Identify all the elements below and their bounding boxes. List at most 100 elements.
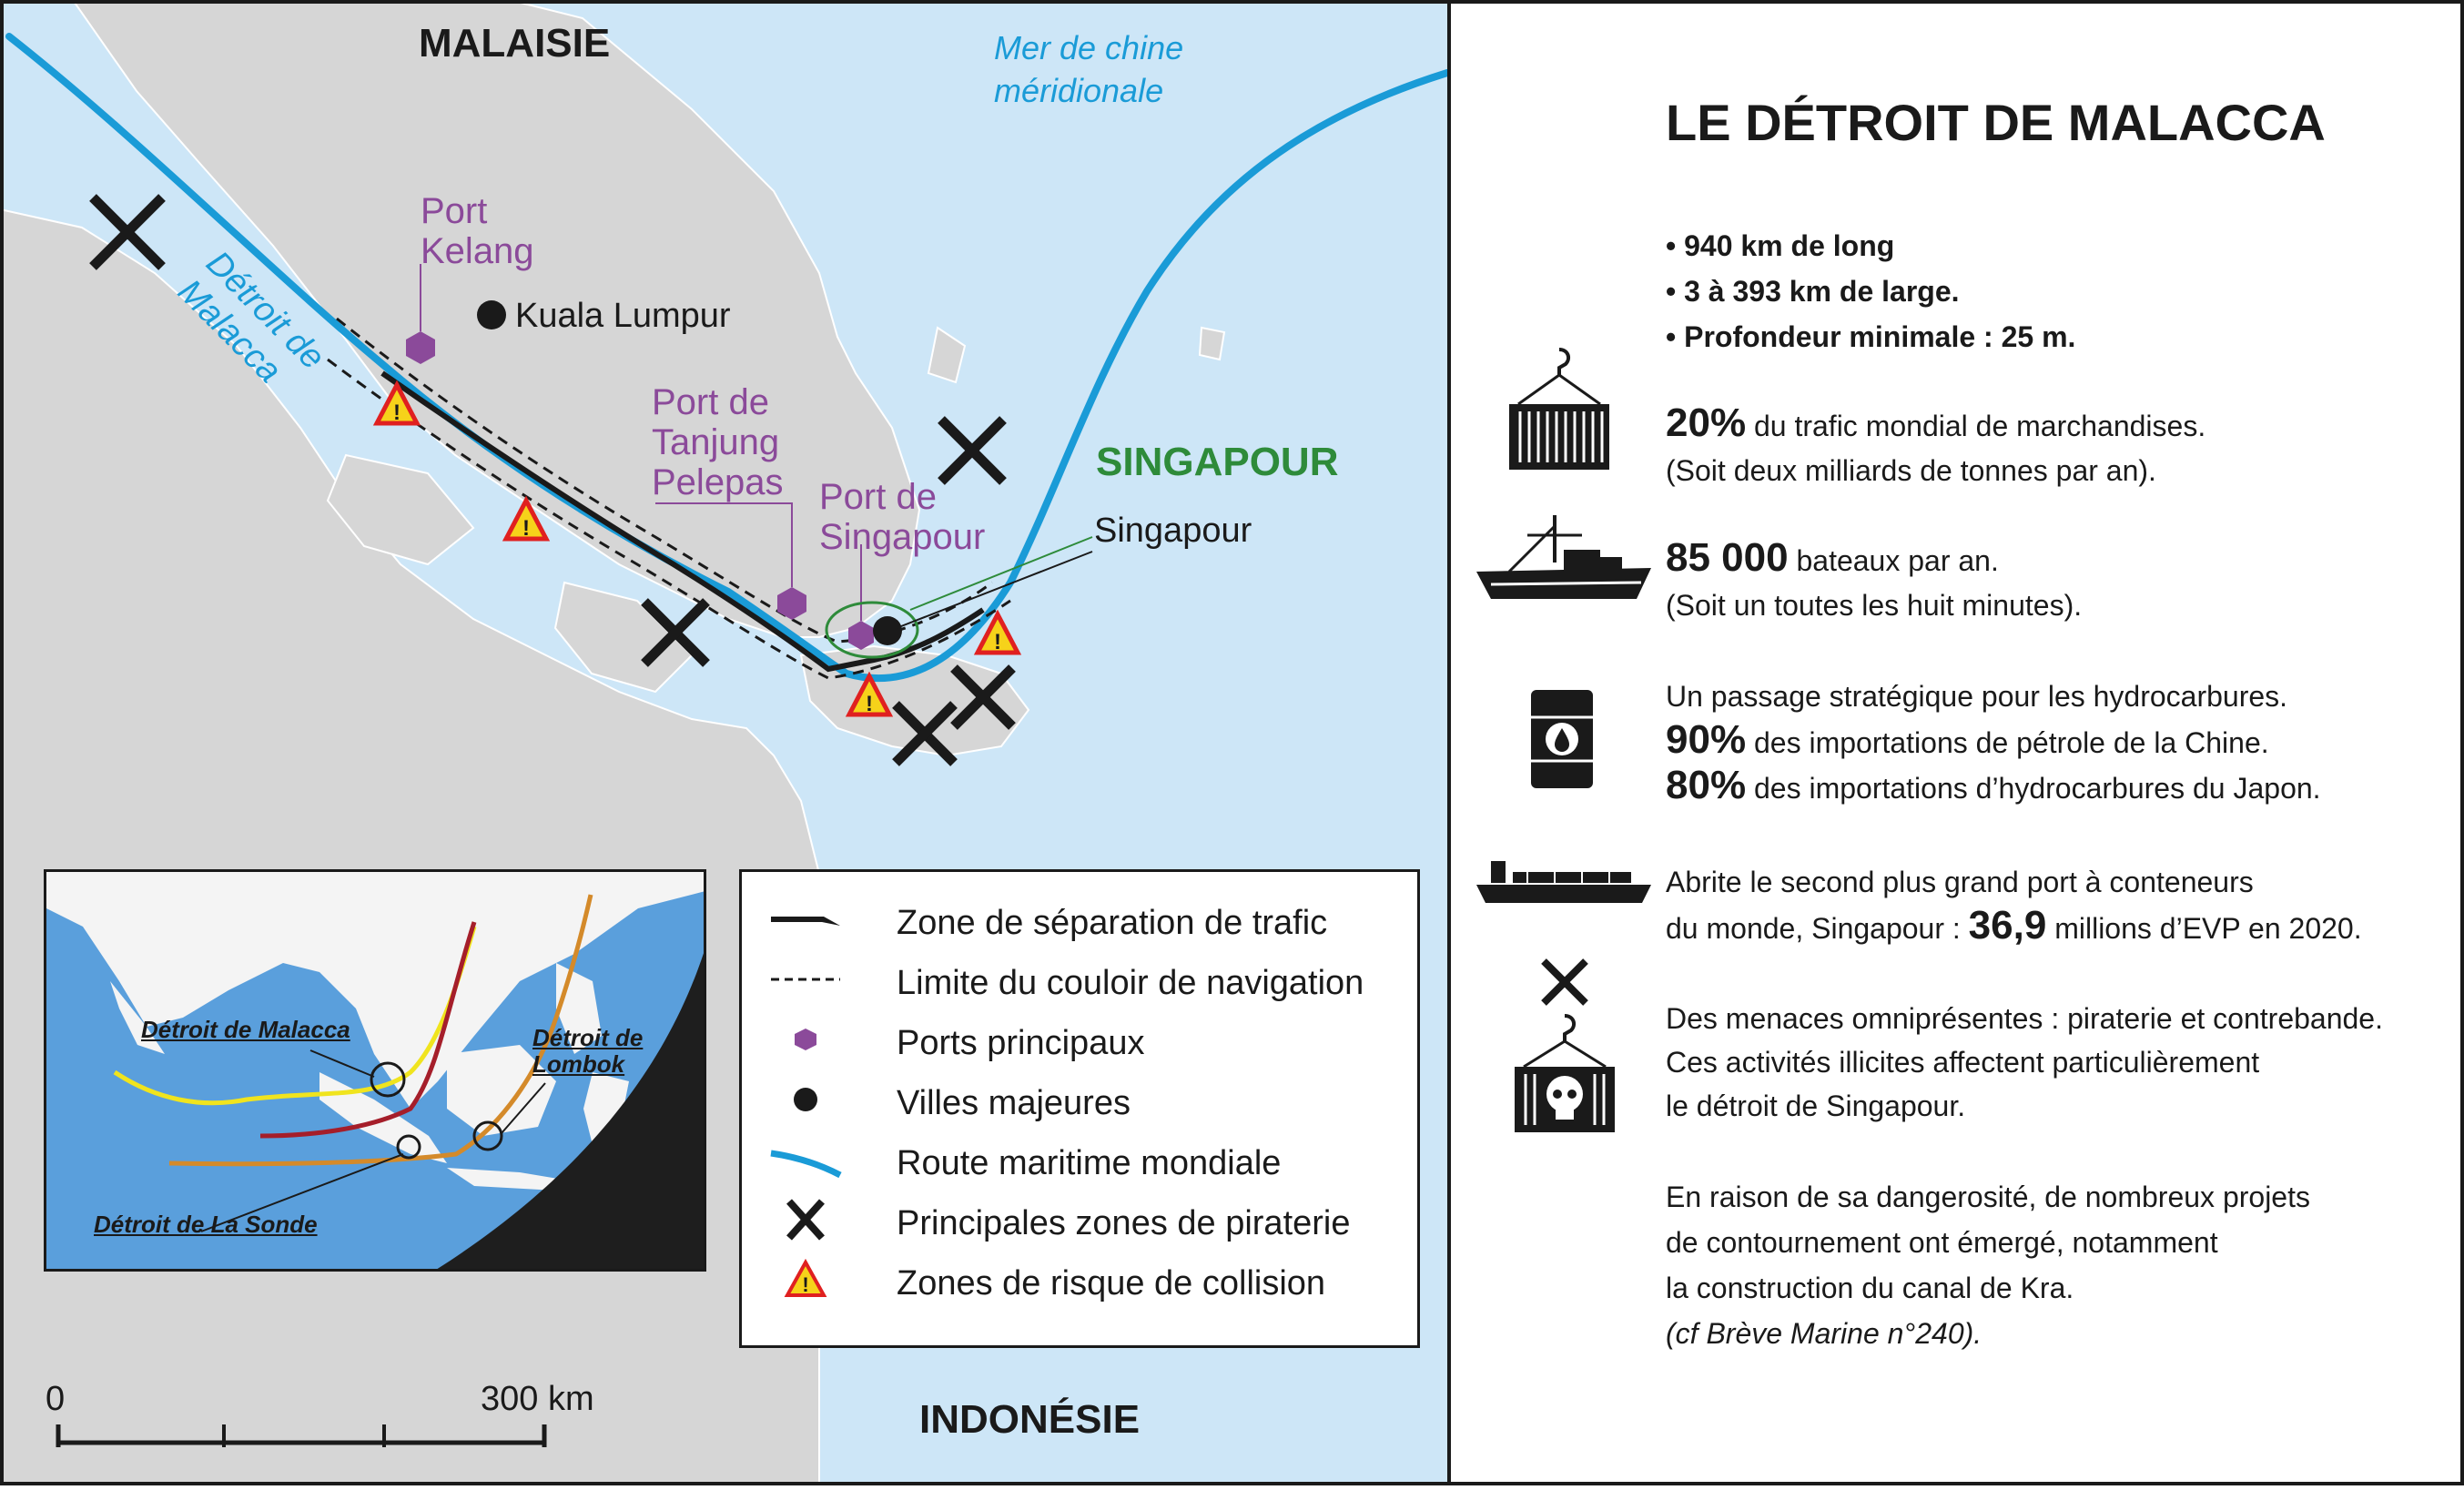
legend-label-corridor: Limite du couloir de navigation xyxy=(897,964,1364,1002)
inset-sonde-ring xyxy=(396,1134,421,1160)
oil-line3: 80% des importations d’hydrocarbures du … xyxy=(1666,763,2321,811)
inset-lombok-ring xyxy=(472,1120,503,1151)
inset-land-australia-shadow xyxy=(437,953,704,1269)
inset-route-red xyxy=(259,921,477,1139)
hexagon-icon xyxy=(795,1029,816,1050)
info-panel: LE DÉTROIT DE MALACCA • 940 km de long •… xyxy=(1447,0,2464,1485)
oil-value-china: 90% xyxy=(1666,717,1747,762)
threat-line3: le détroit de Singapour. xyxy=(1666,1090,1966,1122)
singapore-pointer xyxy=(909,536,1093,611)
singapore-outline xyxy=(825,601,919,659)
threat-line2: Ces activités illicites affectent partic… xyxy=(1666,1046,2260,1079)
scale-bar xyxy=(56,1424,547,1447)
crossed-rifles-icon xyxy=(641,598,710,667)
inset-label-lombok-line2: Lombok xyxy=(532,1049,625,1078)
corridor-limit-north xyxy=(336,317,993,644)
traffic-separation-icon xyxy=(771,917,840,926)
inset-canvas xyxy=(46,872,704,1269)
land-island-north xyxy=(1198,326,1226,361)
projects-line2: de contournement ont émergé, notamment xyxy=(1666,1226,2218,1259)
projects-line3: la construction du canal de Kra. xyxy=(1666,1272,2074,1304)
port-tanjung-line2: Tanjung xyxy=(652,422,780,462)
port-tanjung-line1: Port de xyxy=(652,382,769,422)
dot-icon xyxy=(794,1088,817,1111)
svg-text:!: ! xyxy=(393,400,401,425)
oil-text-japan: des importations d’hydrocarbures du Japo… xyxy=(1746,772,2321,805)
sea-label: Mer de chine méridionale xyxy=(994,27,1183,113)
legend-item-collision: ! Zones de risque de collision xyxy=(742,1252,1417,1307)
bullet-depth: • Profondeur minimale : 25 m. xyxy=(1666,320,2076,353)
oil-barrel-icon xyxy=(1531,690,1593,788)
inset-land-java xyxy=(447,1168,574,1191)
ships-value: 85 000 xyxy=(1666,535,1789,580)
legend-label-collision: Zones de risque de collision xyxy=(897,1264,1326,1302)
land-island-mid xyxy=(553,581,694,694)
city-singapore-dot xyxy=(873,616,902,645)
blue-route-icon xyxy=(770,1150,842,1179)
legend-item-cities: Villes majeures xyxy=(742,1072,1417,1127)
projects-line1: En raison de sa dangerosité, de nombreux… xyxy=(1666,1181,2310,1213)
crossed-rifles-icon xyxy=(786,1199,825,1241)
city-kuala-lumpur-dot xyxy=(477,300,506,329)
svg-text:!: ! xyxy=(802,1273,808,1296)
bullet-width: • 3 à 393 km de large. xyxy=(1666,275,1960,308)
map: ! ! ! ! MALAISIE INDONÉSIE Mer de chine xyxy=(0,0,1451,1486)
port-singapore-line1: Port de xyxy=(819,477,937,517)
singapore-city-label: Singapour xyxy=(1094,512,1252,550)
crossed-rifles-icon xyxy=(892,701,958,766)
sea-label-line1: Mer de chine xyxy=(994,29,1184,66)
sea-label-line2: méridionale xyxy=(994,71,1164,109)
scale-end-label: 300 km xyxy=(481,1380,594,1418)
inset-label-sonde: Détroit de La Sonde xyxy=(94,1211,318,1238)
inset-label-malacca: Détroit de Malacca xyxy=(141,1016,350,1043)
legend-label-ports: Ports principaux xyxy=(897,1024,1145,1062)
legend-item-ports: Ports principaux xyxy=(742,1012,1417,1067)
ships-line: 85 000 bateaux par an. xyxy=(1666,535,1999,583)
warning-triangle-icon: ! xyxy=(973,609,1022,655)
city-singapore-pointer xyxy=(896,551,1093,629)
legend-label-traffic: Zone de séparation de trafic xyxy=(897,904,1328,942)
singapore-country-label: SINGAPOUR xyxy=(1096,440,1339,484)
ships-sub: (Soit un toutes les huit minutes). xyxy=(1666,589,2083,622)
port-tanjung-line3: Pelepas xyxy=(652,462,784,502)
svg-text:!: ! xyxy=(522,516,530,541)
projects-reference: (cf Brève Marine n°240). xyxy=(1666,1317,1982,1350)
legend-item-traffic: Zone de séparation de trafic xyxy=(742,892,1417,947)
city-kuala-lumpur-label: Kuala Lumpur xyxy=(515,297,731,335)
crossed-rifles-icon xyxy=(950,664,1016,730)
legend-label-piracy: Principales zones de piraterie xyxy=(897,1204,1351,1242)
ships-text: bateaux par an. xyxy=(1788,544,1999,577)
bullet-length: • 940 km de long xyxy=(1666,229,1895,262)
inset-map: Détroit de Malacca Détroit de Lombok Dét… xyxy=(44,869,706,1272)
inset-land-borneo xyxy=(447,1045,556,1136)
legend-label-route: Route maritime mondiale xyxy=(897,1144,1282,1182)
legend-item-piracy: Principales zones de piraterie xyxy=(742,1192,1417,1247)
corridor-limit-south xyxy=(327,358,1011,680)
inset-route-orange xyxy=(168,894,593,1167)
container-icon xyxy=(1509,348,1609,470)
crossed-rifles-icon xyxy=(938,416,1007,485)
svg-text:!: ! xyxy=(866,692,873,716)
oil-line2: 90% des importations de pétrole de la Ch… xyxy=(1666,717,2269,765)
map-legend: Zone de séparation de trafic Limite du c… xyxy=(739,869,1420,1348)
country-label-indonesia: INDONÉSIE xyxy=(919,1397,1141,1442)
trade-sub: (Soit deux milliards de tonnes par an). xyxy=(1666,454,2156,487)
port-tanjung-label: Port de Tanjung Pelepas xyxy=(652,382,784,502)
traffic-separation-line xyxy=(380,370,985,673)
scale-start-label: 0 xyxy=(46,1380,66,1418)
port-text-a: du monde, Singapour : xyxy=(1666,912,1969,945)
bullet-depth-text: Profondeur minimale : 25 m. xyxy=(1684,320,2076,353)
port-value: 36,9 xyxy=(1968,903,2047,948)
port-tanjung-pointer xyxy=(655,502,793,587)
inset-malacca-ring xyxy=(370,1061,406,1098)
land-island-east xyxy=(927,326,967,384)
inset-land-india-tip xyxy=(110,981,165,1054)
port-kelang-hexagon xyxy=(406,331,435,364)
piracy-container-icon xyxy=(1515,958,1615,1132)
legend-item-corridor: Limite du couloir de navigation xyxy=(742,952,1417,1007)
container-ship-icon xyxy=(1476,861,1651,903)
svg-text:!: ! xyxy=(994,630,1001,654)
country-label-malaysia: MALAISIE xyxy=(419,21,611,66)
warning-triangle-icon: ! xyxy=(845,671,894,717)
port-kelang-line1: Port xyxy=(421,191,488,231)
